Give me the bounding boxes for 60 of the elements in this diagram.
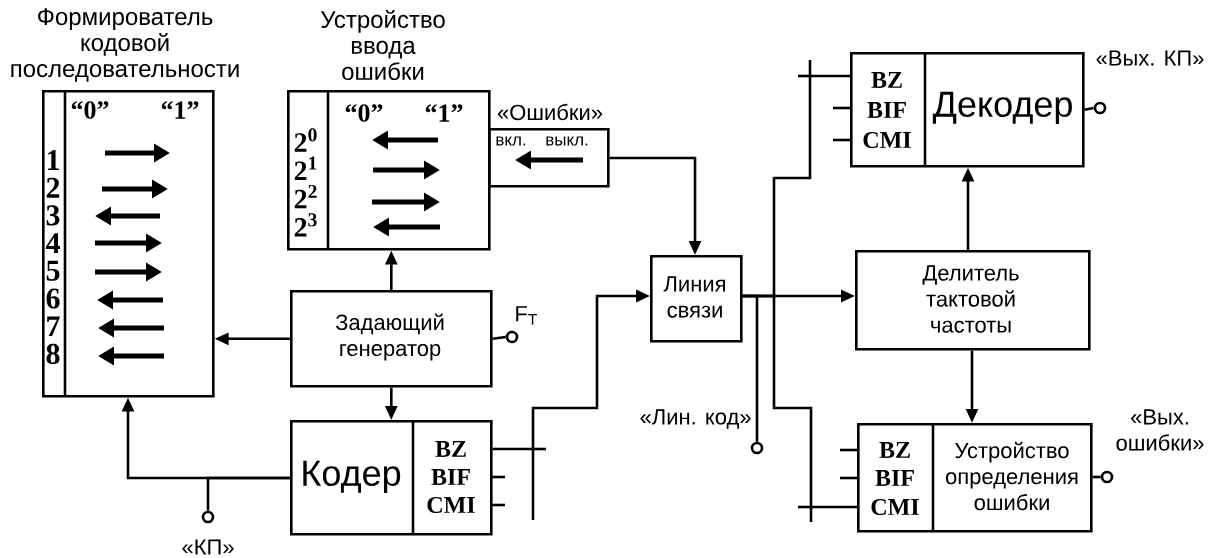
column-heading: “1” <box>161 101 199 119</box>
code-label: BZ <box>879 442 910 458</box>
switch-position: выкл. <box>546 136 588 146</box>
terminal <box>1100 409 1204 484</box>
terminal <box>1093 50 1204 115</box>
bit-weight: 2$^{2}$ <box>294 184 317 209</box>
connector-line <box>206 476 290 511</box>
code-label: CMI <box>427 496 475 514</box>
terminal-label: F$_{T}$ <box>516 306 537 325</box>
code-label: BIF <box>867 102 906 118</box>
terminal <box>640 409 764 455</box>
terminal-label: «КП» <box>182 539 234 555</box>
column-heading: “1” <box>425 104 463 122</box>
terminal <box>182 510 234 555</box>
connector-line <box>1092 475 1101 479</box>
block-box <box>287 10 491 251</box>
code-label: BZ <box>435 441 466 457</box>
block-box <box>11 8 239 398</box>
code-label: CMI <box>863 131 911 149</box>
block-title: Делитель тактовой частоты <box>922 265 1019 333</box>
block-title: Кодер <box>303 460 401 494</box>
row-number: 3 <box>46 205 60 226</box>
terminal-label: «Вых. ошибки» <box>1116 409 1204 451</box>
row-number: 6 <box>46 288 60 309</box>
bit-weight: 2$^{1}$ <box>294 156 317 180</box>
code-label: CMI <box>871 498 919 516</box>
block-box <box>650 255 743 343</box>
code-label: BZ <box>871 72 902 88</box>
block-title: Устройство определения ошибки <box>945 441 1078 511</box>
column-heading: “0” <box>71 101 109 119</box>
terminal <box>505 306 537 344</box>
code-label: BIF <box>431 469 470 485</box>
block-box <box>833 52 1085 168</box>
row-number: 2 <box>46 177 60 198</box>
block-title: Линия связи <box>663 276 725 318</box>
bit-weight: 2$^{3}$ <box>294 213 317 237</box>
block-box <box>840 423 1093 533</box>
block-box <box>488 103 610 188</box>
terminal-label: «Вых. КП» <box>1096 50 1204 66</box>
column-heading: “0” <box>345 104 383 122</box>
block-box <box>290 420 505 536</box>
connector-line <box>1084 106 1094 112</box>
switch-heading: «Ошибки» <box>497 103 603 121</box>
block-heading: Устройство ввода ошибки <box>320 10 445 80</box>
code-label: BIF <box>875 470 914 486</box>
block-title: Декодер <box>932 91 1072 125</box>
block-title: Задающий генератор <box>335 313 444 361</box>
row-number: 8 <box>46 343 60 364</box>
row-number: 1 <box>47 150 59 170</box>
connector-line <box>492 335 506 341</box>
block-box <box>855 250 1091 351</box>
row-number: 7 <box>47 316 60 337</box>
connector-line <box>742 294 857 509</box>
row-number: 4 <box>45 233 60 253</box>
bit-weight: 2$^{0}$ <box>294 128 317 152</box>
row-number: 5 <box>46 260 60 281</box>
block-box <box>290 290 493 388</box>
terminal-label: «Лин. код» <box>640 409 751 429</box>
block-heading: Формирователь кодовой последовательности <box>11 8 239 82</box>
switch-position: вкл. <box>496 136 526 146</box>
